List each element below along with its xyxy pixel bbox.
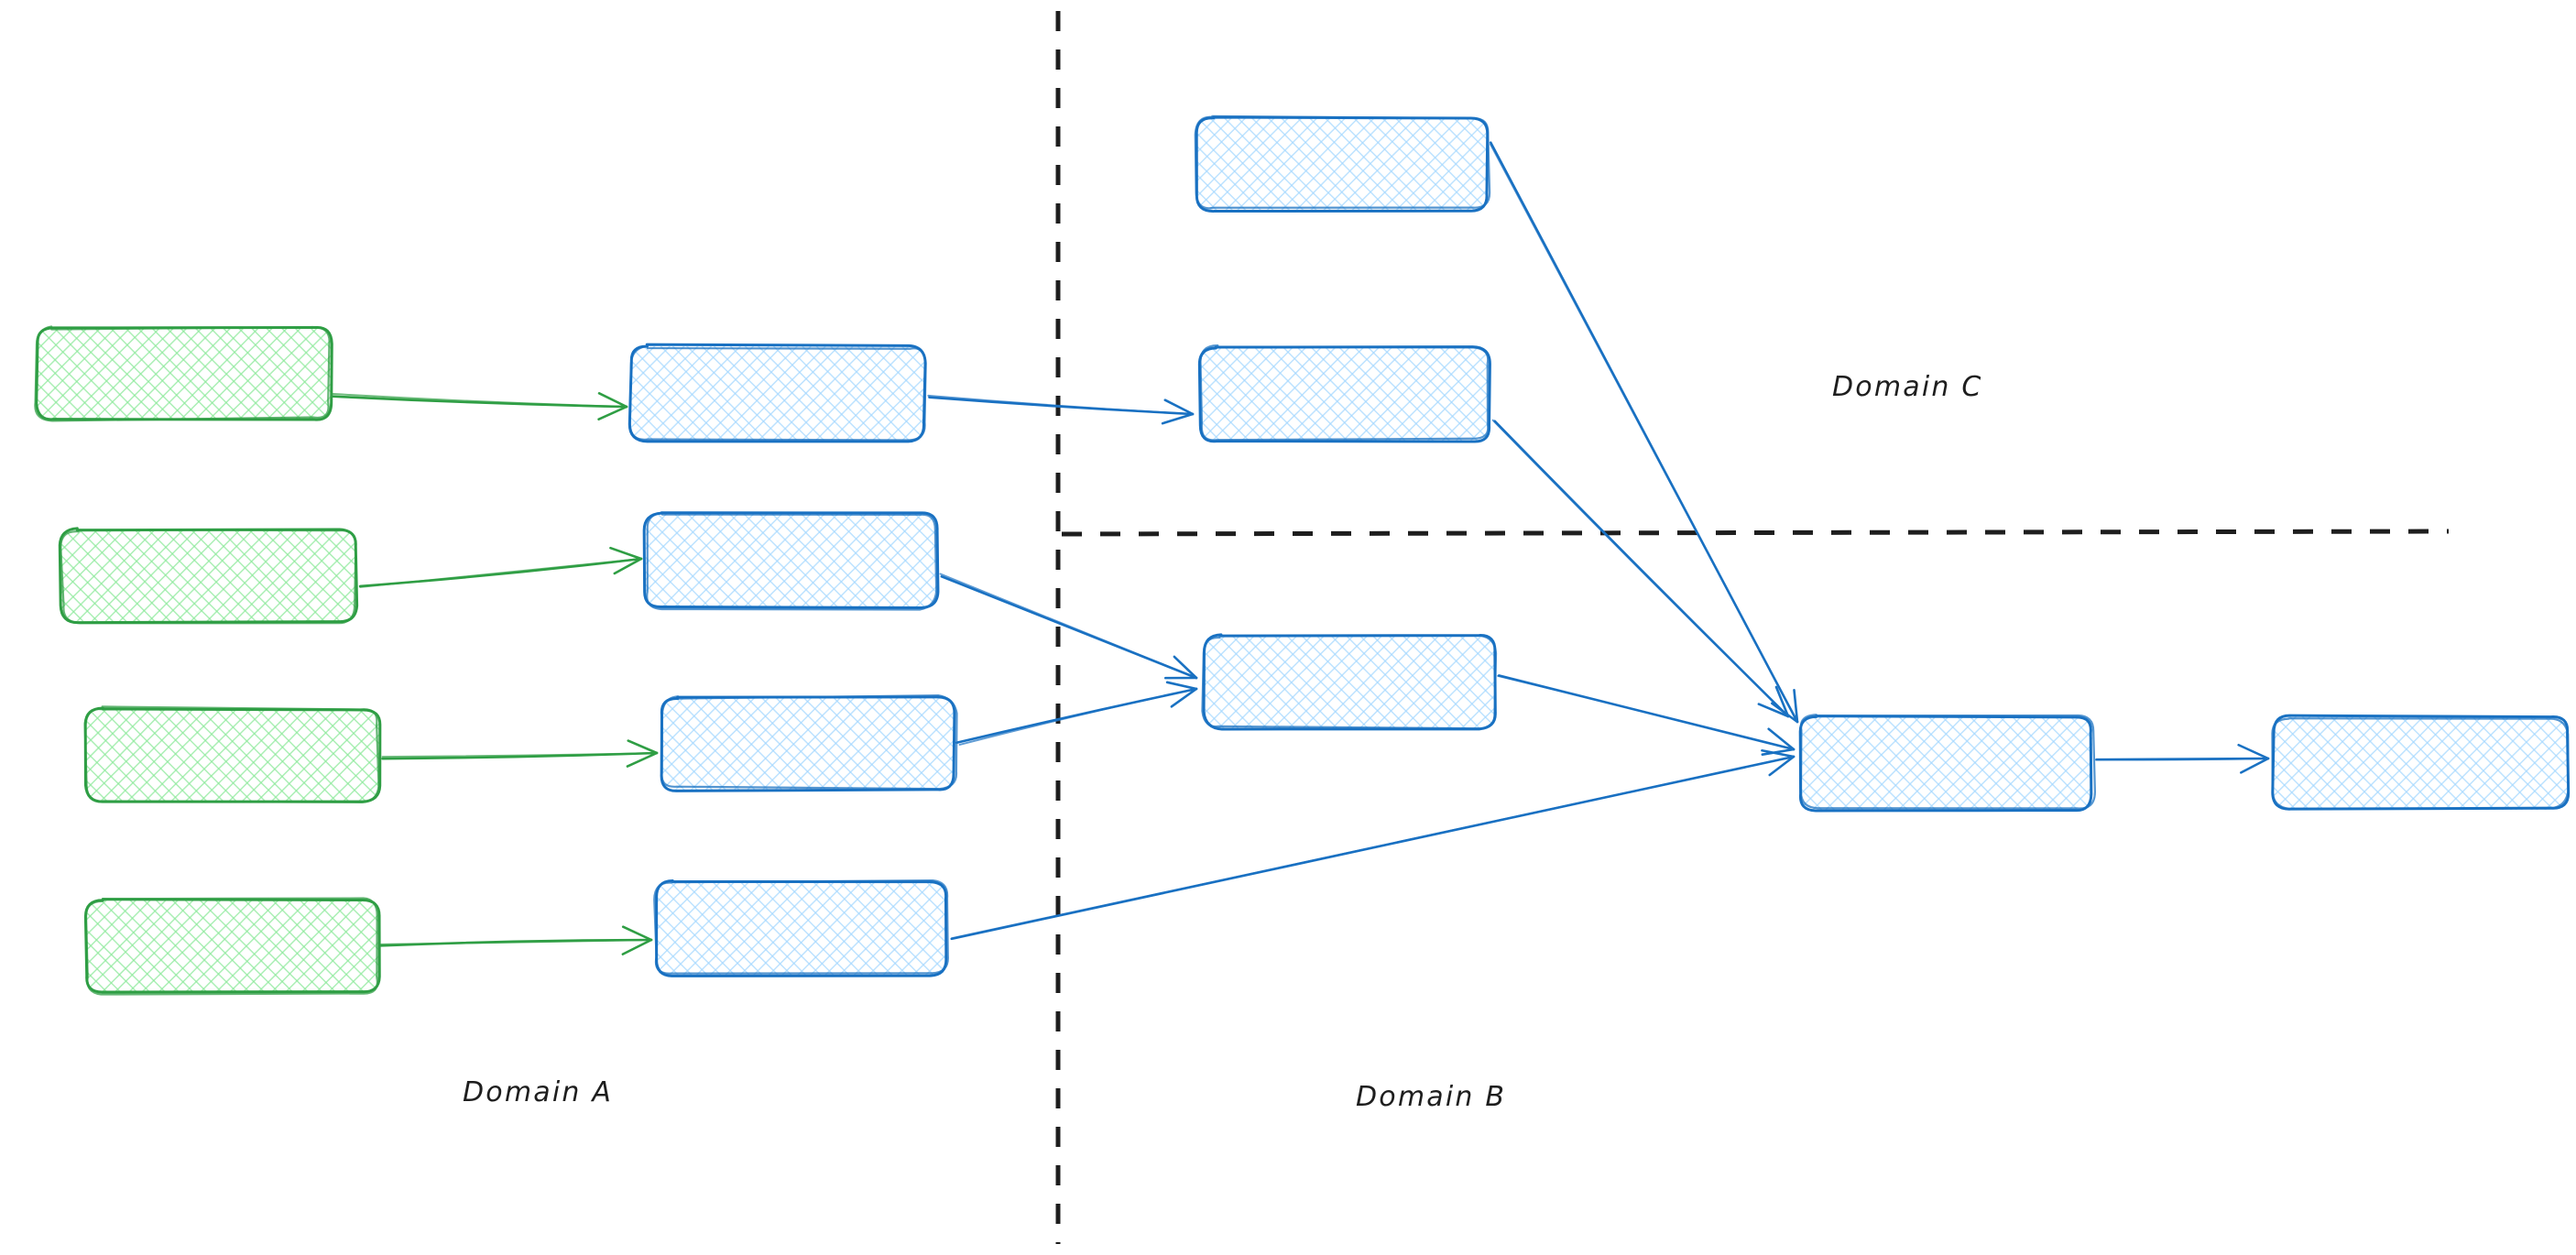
node-hatch-fill xyxy=(646,513,937,608)
domain-b-label: Domain B xyxy=(1356,1081,1507,1113)
node-hatch-fill xyxy=(1204,636,1495,729)
edge-green-2-to-blue-mid-2[interactable] xyxy=(358,546,643,588)
domain-c-label: Domain C xyxy=(1832,371,1983,403)
node-blue-merge[interactable] xyxy=(1604,420,2288,1105)
edge-blue-mid-2-to-domainb-2[interactable] xyxy=(939,573,1198,680)
node-green-2[interactable] xyxy=(0,225,559,926)
node-blue-domainb-1[interactable] xyxy=(1005,54,1687,737)
edge-blue-mid-1-to-domainb-1[interactable] xyxy=(927,394,1195,425)
edge-blue-mid-4-to-merge[interactable] xyxy=(950,748,1796,941)
node-hatch-fill xyxy=(661,698,955,790)
node-green-1[interactable] xyxy=(0,24,535,725)
divider-layer xyxy=(1055,11,2450,1244)
node-blue-final[interactable] xyxy=(2079,420,2576,1106)
domain-a-label: Domain A xyxy=(463,1076,614,1108)
node-hatch-fill xyxy=(1799,716,2092,810)
edge-layer xyxy=(332,141,2270,955)
node-blue-mid-4[interactable] xyxy=(461,587,1143,1255)
edge-domainb-2-to-merge[interactable] xyxy=(1497,674,1796,756)
node-blue-mid-3[interactable] xyxy=(466,402,1150,1086)
node-hatch-fill xyxy=(2274,716,2567,810)
node-hatch-fill xyxy=(631,346,924,442)
horizontal-domain-divider xyxy=(1061,529,2450,537)
edge-green-3-to-blue-mid-3[interactable] xyxy=(381,739,659,768)
node-blue-mid-2[interactable] xyxy=(451,217,1135,901)
edge-green-1-to-blue-mid-1[interactable] xyxy=(332,392,628,421)
node-hatch-fill xyxy=(656,881,947,975)
edge-green-4-to-blue-mid-4[interactable] xyxy=(379,925,653,955)
edge-blue-mid-3-to-domainb-2[interactable] xyxy=(955,681,1198,746)
node-hatch-fill xyxy=(86,900,379,993)
edge-domainb-1-to-merge[interactable] xyxy=(1491,419,1790,718)
node-hatch-fill xyxy=(61,529,356,621)
node-blue-mid-1[interactable] xyxy=(428,44,1128,744)
node-hatch-fill xyxy=(1196,117,1488,211)
node-green-4[interactable] xyxy=(0,603,576,1255)
node-green-3[interactable] xyxy=(0,413,574,1097)
edge-blue-top-to-merge[interactable] xyxy=(1489,141,1799,724)
edge-merge-to-final[interactable] xyxy=(2095,743,2270,774)
node-hatch-fill xyxy=(86,709,379,801)
node-blue-top[interactable] xyxy=(1001,0,1684,505)
node-blue-domainb-2[interactable] xyxy=(1008,340,1692,1023)
